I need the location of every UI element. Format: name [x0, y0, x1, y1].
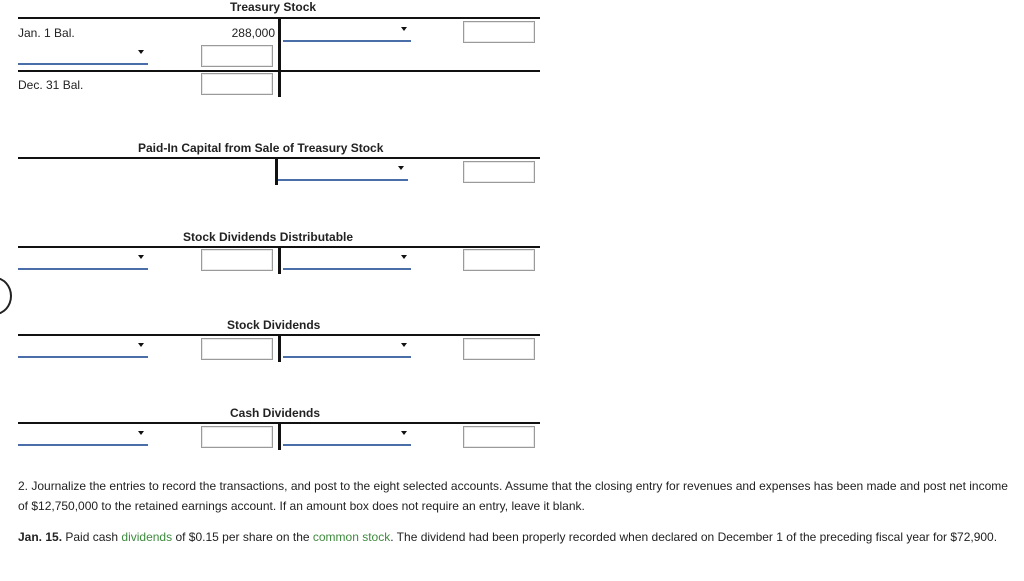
chevron-down-icon: [138, 431, 144, 435]
sdd-t-divider: [278, 246, 281, 274]
treasury-debit-amount-input[interactable]: [201, 45, 273, 67]
cd-credit-amount-input[interactable]: [463, 426, 535, 448]
paid-in-capital-title: Paid-In Capital from Sale of Treasury St…: [138, 141, 384, 155]
treasury-stock-balance-rule: [18, 70, 540, 72]
scroll-indicator-circle: [0, 277, 12, 315]
treasury-stock-t-divider: [278, 17, 281, 97]
treasury-stock-title: Treasury Stock: [230, 0, 317, 14]
treasury-balance-amount-input[interactable]: [201, 73, 273, 95]
chevron-down-icon: [401, 343, 407, 347]
paid-in-capital-credit-account-select[interactable]: [278, 161, 408, 181]
sd-debit-amount-input[interactable]: [201, 338, 273, 360]
part-2-instructions: 2. Journalize the entries to record the …: [18, 479, 1008, 513]
jan-1-bal-value: 288,000: [231, 26, 275, 40]
chevron-down-icon: [401, 255, 407, 259]
sd-debit-account-select[interactable]: [18, 338, 148, 358]
common-stock-link[interactable]: common stock: [312, 530, 391, 544]
cd-credit-account-select[interactable]: [283, 426, 411, 446]
paid-in-capital-credit-amount-input[interactable]: [463, 161, 535, 183]
sd-credit-amount-input[interactable]: [463, 338, 535, 360]
paid-in-capital-t-divider: [275, 157, 278, 185]
sdd-credit-amount-input[interactable]: [463, 249, 535, 271]
paid-in-capital-top-rule: [18, 157, 540, 159]
sd-credit-account-select[interactable]: [283, 338, 411, 358]
sdd-debit-amount-input[interactable]: [201, 249, 273, 271]
treasury-debit-account-select[interactable]: [18, 45, 148, 65]
chevron-down-icon: [401, 27, 407, 31]
jan-15-date: Jan. 15.: [18, 530, 63, 544]
sd-t-divider: [278, 334, 281, 362]
chevron-down-icon: [401, 431, 407, 435]
cd-t-divider: [278, 422, 281, 450]
chevron-down-icon: [138, 50, 144, 54]
jan-15-text-a: Paid cash: [62, 530, 122, 544]
dec-31-bal-label: Dec. 31 Bal.: [18, 78, 84, 92]
jan-15-text-c: . The dividend had been properly recorde…: [390, 530, 998, 544]
jan-15-text-b: of $0.15 per share on the: [172, 530, 313, 544]
chevron-down-icon: [138, 255, 144, 259]
dividends-link[interactable]: dividends: [121, 530, 173, 544]
treasury-credit-account-select[interactable]: [283, 22, 411, 42]
sdd-credit-account-select[interactable]: [283, 250, 411, 270]
chevron-down-icon: [398, 166, 404, 170]
cd-debit-account-select[interactable]: [18, 426, 148, 446]
jan-1-bal-label: Jan. 1 Bal.: [18, 26, 75, 40]
jan-15-transaction: Jan. 15. Paid cash dividends of $0.15 pe…: [18, 527, 1018, 547]
chevron-down-icon: [138, 343, 144, 347]
sdd-debit-account-select[interactable]: [18, 250, 148, 270]
stock-dividends-title: Stock Dividends: [227, 318, 321, 332]
cash-dividends-title: Cash Dividends: [230, 406, 321, 420]
cd-debit-amount-input[interactable]: [201, 426, 273, 448]
stock-dividends-distributable-title: Stock Dividends Distributable: [183, 230, 354, 244]
treasury-credit-amount-input[interactable]: [463, 21, 535, 43]
